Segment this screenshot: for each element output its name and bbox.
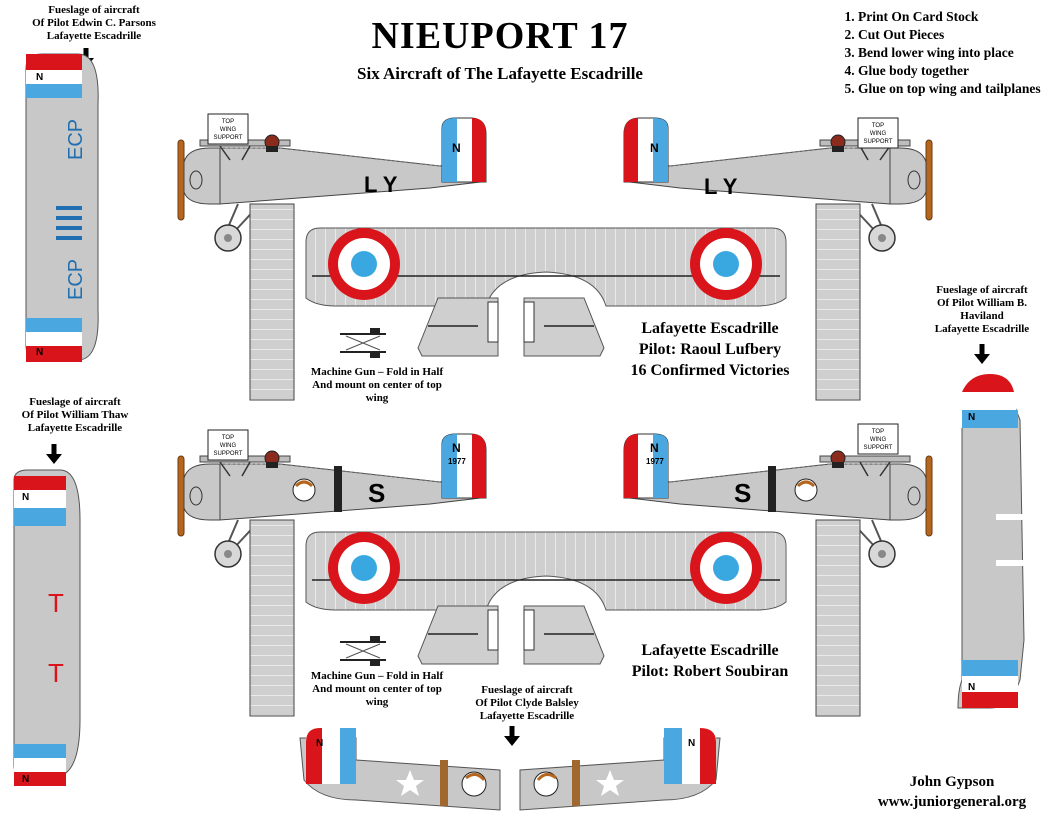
fuselage-code: T <box>48 588 64 618</box>
machine-gun-caption-1: Machine Gun – Fold in Half And mount on … <box>310 366 444 404</box>
svg-text:T: T <box>48 658 64 688</box>
pilot-label-soubiran: Lafayette Escadrille Pilot: Robert Soubi… <box>631 642 789 680</box>
svg-text:N: N <box>688 738 695 749</box>
svg-text:N: N <box>452 441 461 455</box>
arrow-down-icon <box>504 726 520 746</box>
credit: John Gypson www.juniorgeneral.org <box>877 774 1027 810</box>
svg-text:SUPPORT: SUPPORT <box>214 135 243 141</box>
svg-text:N: N <box>22 492 29 503</box>
svg-text:TOP: TOP <box>872 123 884 129</box>
arrow-down-icon <box>974 344 990 364</box>
fuselage-caption-thaw: Fueslage of aircraft Of Pilot William Th… <box>21 396 129 434</box>
svg-text:SUPPORT: SUPPORT <box>864 445 893 451</box>
page-title: NIEUPORT 17 <box>371 15 629 57</box>
aircraft-lufbery: L Y N TOP WING SUPPORT L Y N TOP WING SU… <box>177 113 933 401</box>
svg-text:TOP: TOP <box>872 429 884 435</box>
svg-text:TOP: TOP <box>222 119 234 125</box>
svg-text:L Y: L Y <box>704 174 738 199</box>
fuselage-thaw: T T N N <box>13 469 81 786</box>
instruction-step: Bend lower wing into place <box>858 44 1052 62</box>
svg-text:WING: WING <box>870 437 887 443</box>
svg-text:1977: 1977 <box>448 457 466 466</box>
svg-text:S: S <box>734 478 751 508</box>
svg-text:N: N <box>650 141 659 155</box>
pilot-label-lufbery: Lafayette Escadrille Pilot: Raoul Lufber… <box>630 320 790 379</box>
svg-text:TOP: TOP <box>222 435 234 441</box>
fuselage-caption-haviland: Fueslage of aircraft Of Pilot William B.… <box>934 284 1030 335</box>
fuselage-caption-balsley: Fueslage of aircraft Of Pilot Clyde Bals… <box>475 684 579 722</box>
fuselage-code: ECP <box>65 119 87 160</box>
svg-text:1977: 1977 <box>646 457 664 466</box>
svg-text:WING: WING <box>220 127 237 133</box>
svg-text:ECP: ECP <box>65 259 87 300</box>
instruction-step: Glue body together <box>858 62 1052 80</box>
instructions-list: Print On Card Stock Cut Out Pieces Bend … <box>842 8 1052 98</box>
aircraft-code: L Y <box>364 172 398 197</box>
instruction-step: Cut Out Pieces <box>858 26 1052 44</box>
arrow-down-icon <box>46 444 62 464</box>
svg-text:SUPPORT: SUPPORT <box>214 451 243 457</box>
instruction-step: Glue on top wing and tailplanes <box>858 80 1052 98</box>
svg-text:N: N <box>36 72 43 83</box>
svg-text:N: N <box>316 738 323 749</box>
svg-text:N: N <box>968 412 975 423</box>
svg-text:N: N <box>452 141 461 155</box>
svg-text:WING: WING <box>220 443 237 449</box>
svg-text:WING: WING <box>870 131 887 137</box>
svg-text:N: N <box>22 774 29 785</box>
svg-text:SUPPORT: SUPPORT <box>864 139 893 145</box>
fuselage-haviland: N N <box>957 374 1025 709</box>
aircraft-code: S <box>368 478 385 508</box>
page-subtitle: Six Aircraft of The Lafayette Escadrille <box>357 64 643 83</box>
svg-text:N: N <box>650 441 659 455</box>
fuselage-parsons: ECP ECP N N <box>25 53 99 362</box>
fuselage-caption-parsons: Fueslage of aircraft Of Pilot Edwin C. P… <box>32 4 156 42</box>
instruction-step: Print On Card Stock <box>858 8 1052 26</box>
aircraft-soubiran: S N 1977 TOP WING SUPPORT S N 1977 TOP W… <box>177 423 933 717</box>
svg-text:N: N <box>36 347 43 358</box>
svg-text:N: N <box>968 682 975 693</box>
machine-gun-caption-2: Machine Gun – Fold in Half And mount on … <box>310 670 444 708</box>
fuselage-balsley: N N <box>299 728 721 811</box>
